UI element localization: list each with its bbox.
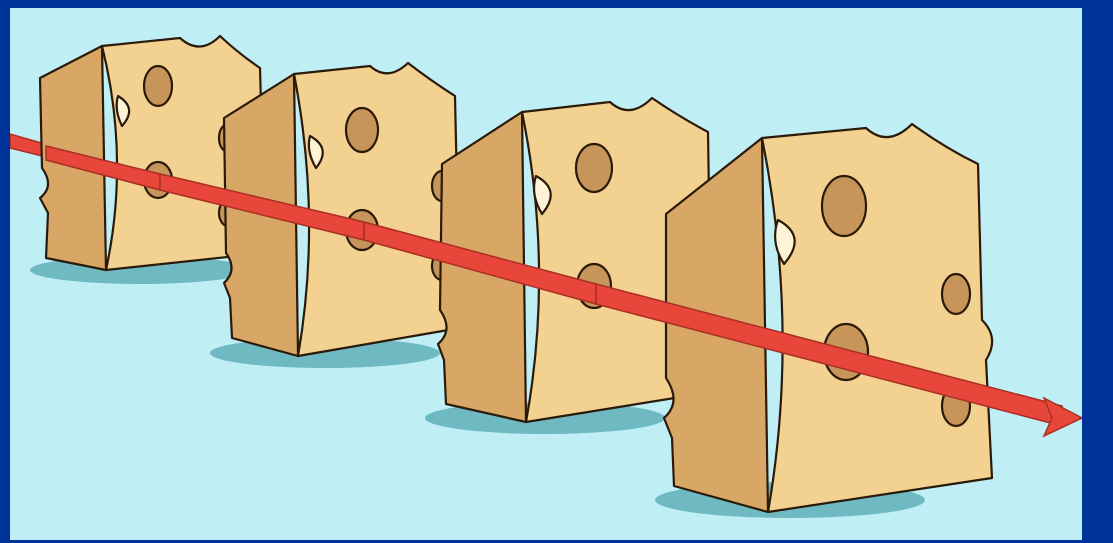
cheese-scene-svg — [10, 8, 1082, 540]
swiss-cheese-illustration — [10, 8, 1082, 540]
